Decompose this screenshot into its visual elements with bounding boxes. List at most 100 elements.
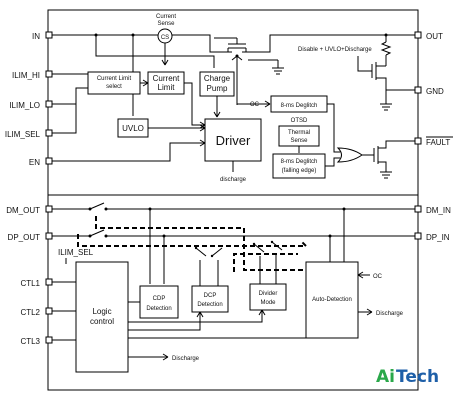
pin-dm-in: DM_IN [414,205,451,215]
divider-label-1: Divider [259,291,278,297]
pin-ctl3-label: CTL3 [20,337,40,346]
oc-top-label: OC [250,102,260,108]
charge-pump-label-1: Charge [204,74,231,83]
or-gate [336,147,363,163]
arrow-logic-dcp [196,311,204,318]
pin-fault-label: FAULT [426,138,450,147]
cs-label: CS [161,35,169,41]
pin-ctl2-label: CTL2 [20,308,40,317]
logic-control: Logic control [75,261,129,373]
pin-ilim-hi: ILIM_HI [12,70,53,80]
current-sense-label-2: Sense [157,21,175,27]
pin-ctl3-marker [45,336,53,344]
uvlo-label: UVLO [122,124,144,133]
pin-out: OUT [414,31,443,41]
current-limit-label-1: Current [153,74,180,83]
charge-pump-label-2: Pump [207,84,228,93]
dcp-label-2: Detection [197,302,222,308]
current-limit-select: Current Limit select [87,71,141,95]
pin-fault: FAULT [414,136,453,147]
pin-dp-out-label: DP_OUT [8,233,41,242]
current-limit: Current Limit [147,71,185,95]
pin-ilim-lo: ILIM_LO [9,100,53,110]
divider-mode: Divider Mode [249,283,287,311]
pin-en: EN [29,157,53,167]
pin-ctl2: CTL2 [20,307,53,317]
pin-ctl2-marker [45,307,53,315]
pin-out-label: OUT [426,32,443,41]
pin-en-label: EN [29,158,40,167]
auto-discharge-label: Discharge [376,311,404,317]
deglitch-fall-label-1: 8-ms Deglitch [281,159,318,165]
arrow-uvlo-driver [199,124,206,132]
pin-ilim-lo-marker [45,100,53,108]
wire-en-driver [52,142,205,162]
device-boundary [47,9,419,391]
pin-dm-out: DM_OUT [6,205,53,215]
current-limit-select-label-1: Current Limit [97,76,132,82]
ilim-sel-inner-label: ILIM_SEL [58,248,94,257]
auto-detection: Auto-Detection [305,261,359,339]
fault-fet [373,140,415,179]
charge-pump: Charge Pump [199,71,235,97]
pin-dp-in-label: DP_IN [426,233,450,242]
uvlo: UVLO [117,118,149,138]
pin-out-marker [414,31,422,39]
cdp-label-2: Detection [146,306,171,312]
pin-ilim-sel: ILIM_SEL [5,129,53,139]
pin-dp-in: DP_IN [414,232,450,242]
wire-logic-dcp [128,312,201,331]
arrow-logic-divider [258,309,266,316]
pin-ilim-hi-marker [45,70,53,78]
out-discharge: Disable + UVLO+Discharge [298,33,415,111]
pin-dm-out-marker [45,205,53,213]
cdp-label-1: CDP [153,296,166,302]
disable-note: Disable + UVLO+Discharge [298,47,372,53]
arrow-logic-discharge [162,353,169,361]
thermal-sense: Thermal Sense [278,125,320,147]
deglitch-top-label: 8-ms Deglitch [281,103,318,109]
current-sense: Current Sense CS [156,14,176,44]
wire-current-limit-driver [184,82,205,126]
pin-gnd-marker [414,86,422,94]
pin-ilim-sel-marker [45,129,53,137]
pin-dp-out-marker [45,232,53,240]
thermal-sense-label-1: Thermal [288,130,310,136]
pin-in: IN [32,31,53,41]
pin-dm-in-marker [414,205,422,213]
pin-ctl1: CTL1 [20,278,53,288]
cdp-detection: CDP Detection [139,285,179,319]
pin-en-marker [45,157,53,165]
deglitch-falling: 8-ms Deglitch (falling edge) [272,153,326,179]
pin-ctl3: CTL3 [20,336,53,346]
pin-gnd-label: GND [426,87,444,96]
arrow-auto-discharge [366,308,373,316]
cs-circle [157,28,173,44]
arrow-oc [264,100,271,108]
arrow-oc-auto [357,271,364,279]
pin-fault-marker [414,137,422,145]
driver-label: Driver [216,133,251,148]
logic-discharge-label: Discharge [172,356,200,362]
wire-logic-divider [128,310,263,323]
driver: Driver [204,118,262,162]
pin-dm-in-label: DM_IN [426,206,451,215]
pin-in-label: IN [32,32,40,41]
deglitch-top: 8-ms Deglitch [270,95,328,113]
pin-gnd: GND [414,86,444,96]
control-bus [77,216,307,272]
pin-in-marker [45,31,53,39]
matrix-switches [194,240,283,286]
current-limit-label-2: Limit [158,83,176,92]
logo-tech: Tech [396,367,439,387]
pin-ctl1-marker [45,278,53,286]
auto-detection-label: Auto-Detection [312,297,352,303]
wire-deglitch-or [327,103,340,153]
dcp-detection: DCP Detection [191,285,229,313]
otsd-label: OTSD [291,118,308,124]
driver-discharge-label: discharge [220,177,247,183]
pin-ilim-sel-label: ILIM_SEL [5,130,41,139]
arrow-en-driver [199,139,206,147]
arrow-charge-pump-driver [213,111,221,118]
